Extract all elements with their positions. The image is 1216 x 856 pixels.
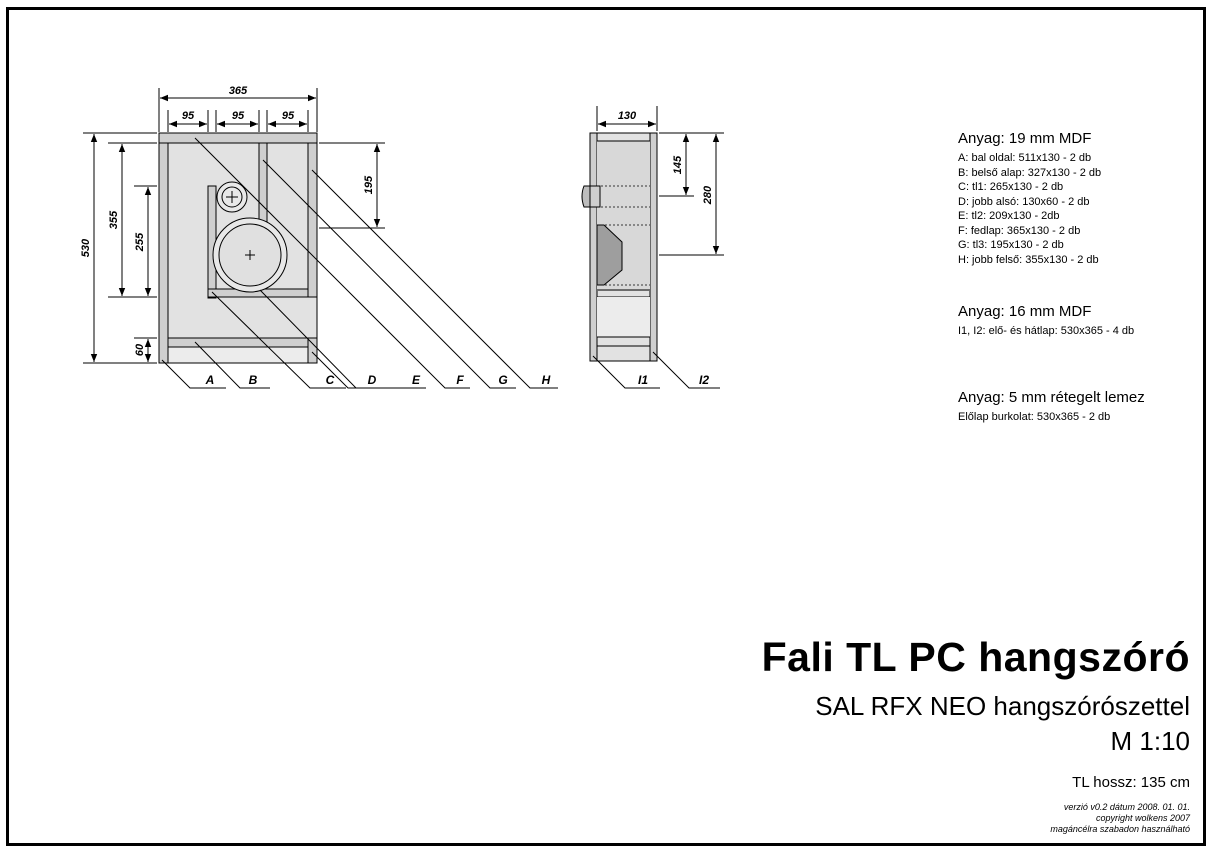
material-item: A: bal oldal: 511x130 - 2 db — [958, 152, 1092, 164]
material-list: Előlap burkolat: 530x365 - 2 db — [958, 410, 1145, 425]
label-i1: I1 — [638, 373, 648, 387]
dim-height-195: 195 — [363, 175, 375, 194]
dim-280: 280 — [702, 185, 714, 205]
material-list: I1, I2: elő- és hátlap: 530x365 - 4 db — [958, 324, 1134, 339]
material-item: C: tl1: 265x130 - 2 db — [958, 181, 1064, 193]
panel-h-right-upper — [307, 142, 318, 298]
material-heading: Anyag: 19 mm MDF — [958, 130, 1092, 147]
material-item: G: tl3: 195x130 - 2 db — [958, 239, 1064, 251]
material-item: H: jobb felső: 355x130 - 2 db — [958, 253, 1099, 266]
dim-height-60: 60 — [134, 343, 146, 356]
material-item: Előlap burkolat: 530x365 - 2 db — [958, 411, 1111, 423]
label-b: B — [249, 373, 258, 387]
dim-145: 145 — [672, 155, 684, 174]
side-view: 130 145 280 I1 I2 — [581, 106, 724, 389]
material-item: B: belső alap: 327x130 - 2 db — [958, 166, 1102, 179]
panel-a-left — [158, 142, 169, 364]
woofer-profile — [596, 224, 623, 286]
drawing-title: Fali TL PC hangszóró — [761, 634, 1190, 680]
footer-license: magáncélra szabadon használható — [1050, 824, 1190, 834]
dim-depth: 130 — [618, 110, 637, 122]
panel-g-tl3 — [258, 142, 268, 226]
label-c: C — [326, 373, 335, 387]
footer-copyright: copyright wolkens 2007 — [1095, 813, 1190, 823]
material-group-plywood: Anyag: 5 mm rétegelt lemez Előlap burkol… — [958, 389, 1145, 425]
material-item: F: fedlap: 365x130 - 2 db — [958, 224, 1081, 237]
material-heading: Anyag: 5 mm rétegelt lemez — [958, 389, 1145, 406]
drawing-subtitle: SAL RFX NEO hangszórószettel — [815, 691, 1190, 721]
material-list: A: bal oldal: 511x130 - 2 db B: belső al… — [958, 151, 1101, 267]
front-view: 365 95 95 95 530 355 255 60 195 — [80, 85, 558, 389]
dim-width-c: 95 — [282, 110, 295, 122]
dim-width-b: 95 — [232, 110, 245, 122]
dim-height-total: 530 — [80, 238, 92, 257]
panel-d-right-lower — [307, 337, 318, 364]
label-d: D — [368, 373, 377, 387]
dim-width-a: 95 — [182, 110, 195, 122]
material-heading: Anyag: 16 mm MDF — [958, 303, 1092, 320]
material-group-mdf19: Anyag: 19 mm MDF A: bal oldal: 511x130 -… — [958, 130, 1101, 267]
label-a: A — [205, 373, 215, 387]
panel-i2 — [649, 132, 658, 362]
label-f: F — [456, 373, 464, 387]
label-e: E — [412, 373, 421, 387]
panel-c-tl1 — [207, 185, 217, 299]
drawing-frame — [6, 7, 1206, 846]
label-h: H — [542, 373, 551, 387]
tweeter-profile — [581, 185, 591, 208]
panel-b-base — [167, 337, 309, 348]
tl-length: TL hossz: 135 cm — [1072, 774, 1190, 791]
drawing-scale: M 1:10 — [1110, 726, 1191, 756]
material-item: E: tl2: 209x130 - 2db — [958, 210, 1060, 222]
dim-height-255: 255 — [134, 232, 146, 252]
dim-height-355: 355 — [108, 210, 120, 229]
material-group-mdf16: Anyag: 16 mm MDF I1, I2: elő- és hátlap:… — [958, 303, 1134, 339]
material-item: I1, I2: elő- és hátlap: 530x365 - 4 db — [958, 325, 1135, 337]
material-item: D: jobb alsó: 130x60 - 2 db — [958, 195, 1090, 208]
footer-version: verzió v0.2 dátum 2008. 01. 01. — [1063, 802, 1190, 812]
panel-i1 — [589, 132, 598, 362]
label-i2: I2 — [699, 373, 709, 387]
dim-width-total: 365 — [229, 85, 248, 97]
label-g: G — [498, 373, 507, 387]
panel-f-top — [158, 132, 318, 144]
